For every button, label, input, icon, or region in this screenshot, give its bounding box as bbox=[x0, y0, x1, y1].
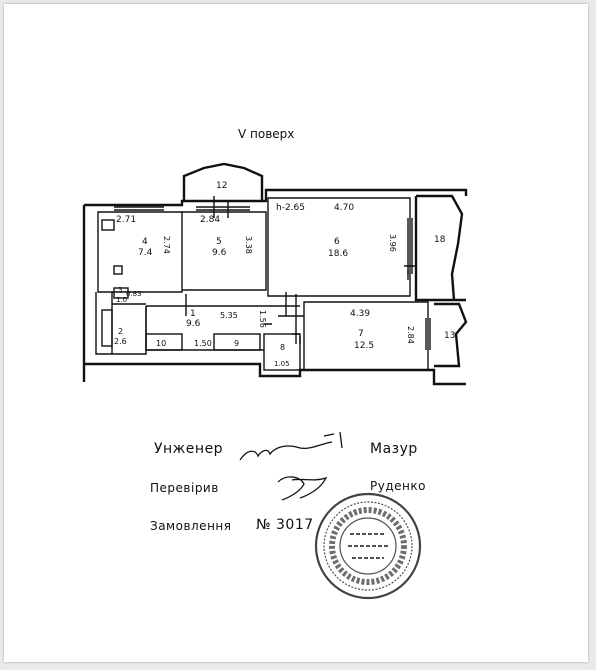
exterior-walls bbox=[82, 162, 468, 386]
room-6-width: 4.70 bbox=[334, 203, 354, 213]
room-2-area: 2.6 bbox=[114, 337, 127, 346]
room-6-area: 18.6 bbox=[328, 249, 348, 259]
round-stamp bbox=[314, 492, 422, 600]
engineer-name: Мазур bbox=[370, 441, 418, 457]
room-1-number: 1 bbox=[190, 309, 196, 319]
checked-name: Руденко bbox=[370, 479, 426, 493]
balcony-13-label: 13 bbox=[444, 331, 455, 341]
balcony-12-label: 12 bbox=[216, 181, 227, 191]
room-8-number: 8 bbox=[280, 343, 285, 352]
room-2-number: 2 bbox=[118, 327, 123, 336]
floor-label: V поверх bbox=[238, 127, 294, 141]
room-7-depth: 2.84 bbox=[406, 326, 415, 344]
closet-10-label: 10 bbox=[156, 339, 166, 348]
room-7-number: 7 bbox=[358, 329, 364, 339]
room-5-number: 5 bbox=[216, 237, 222, 247]
room-3-extra: 0.83 bbox=[126, 290, 142, 298]
engineer-signature bbox=[239, 431, 343, 461]
room-6-height: h-2.65 bbox=[276, 203, 305, 213]
room-5-area: 9.6 bbox=[212, 248, 227, 258]
room-4-number: 4 bbox=[142, 237, 148, 247]
room-4-area: 7.4 bbox=[138, 248, 153, 258]
room-7-width: 4.39 bbox=[350, 309, 370, 319]
room-3-number: 3 bbox=[118, 286, 122, 294]
closet-9-label: 9 bbox=[234, 339, 239, 348]
room-5-depth: 3.38 bbox=[244, 236, 253, 254]
room-3-area: 1.0 bbox=[116, 296, 127, 304]
interior-walls bbox=[95, 196, 431, 371]
room-6-depth: 3.96 bbox=[388, 234, 397, 252]
order-label: Замовлення bbox=[150, 519, 232, 533]
room-4-depth: 2.74 bbox=[162, 236, 171, 254]
room-8-area: 1.05 bbox=[274, 360, 290, 368]
order-number: № 3017 bbox=[256, 517, 314, 533]
checker-signature bbox=[277, 476, 328, 501]
room-7-area: 12.5 bbox=[354, 341, 374, 351]
plan-sheet: V поверх bbox=[4, 4, 588, 662]
floor-plan: V поверх bbox=[82, 127, 468, 600]
room-1-depth: 1.56 bbox=[258, 310, 267, 328]
hall-width-label: 1.50 bbox=[194, 339, 212, 348]
engineer-label: Унженер bbox=[154, 441, 224, 457]
checked-label: Перевірив bbox=[150, 481, 219, 495]
room-1-area: 9.6 bbox=[186, 319, 201, 329]
room-5-width: 2.84 bbox=[200, 215, 220, 225]
room-1-width: 5.35 bbox=[220, 311, 238, 320]
room-6-number: 6 bbox=[334, 237, 340, 247]
room-4-width: 2.71 bbox=[116, 215, 136, 225]
balcony-18-label: 18 bbox=[434, 235, 446, 245]
